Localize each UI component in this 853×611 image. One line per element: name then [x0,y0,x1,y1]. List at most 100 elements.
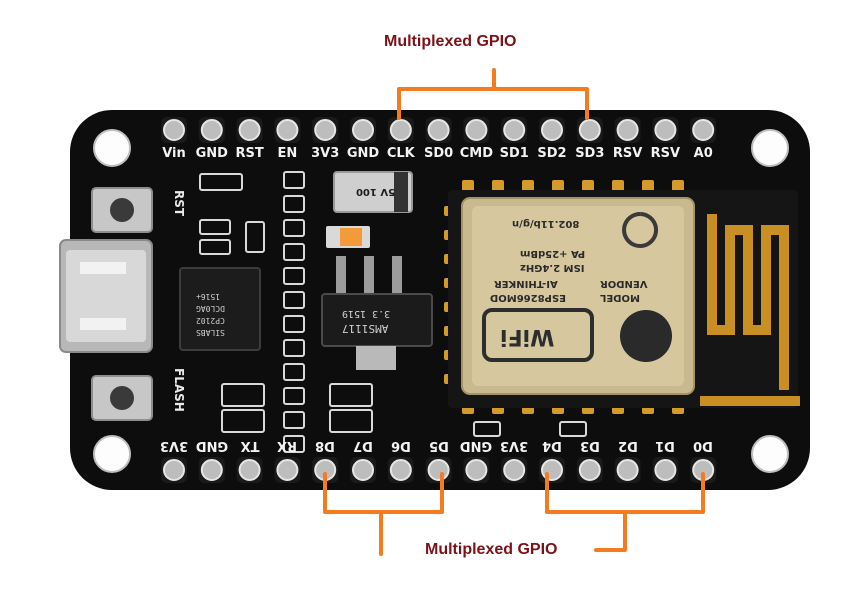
top-header-pin [578,119,601,141]
top-header-pin [465,119,488,141]
module-wifi-text: WiFi [500,324,555,349]
top-header-pin [314,119,337,141]
bottom-pin-label-gnd: GND [460,438,493,453]
bottom-pin-label-d0: D0 [693,438,714,453]
resistor [283,171,305,189]
bottom-header-pin [163,459,185,481]
voltage-regulator [321,256,433,370]
top-callout-label: Multiplexed GPIO [384,33,517,50]
bottom-header-pin [276,459,299,481]
resistor [283,315,305,333]
mounting-hole-bottom-right [751,435,789,473]
top-pin-label-vin: Vin [162,146,186,161]
module-ism: ISM 2.4GHz [520,262,585,273]
esp8266-module [448,190,800,408]
bottom-header-pin [616,459,639,481]
resistor [283,195,305,213]
cp2102-line-1: SILABS [196,328,225,337]
bottom-right-bracket-stem [594,510,627,552]
top-header-pin [654,119,677,141]
resistor-column [283,171,305,453]
top-header-pin [352,119,374,141]
module-small-components [473,421,587,437]
top-header-pin [389,119,412,141]
flash-button-label: FLASH [172,368,186,412]
wifi-logo [482,308,594,362]
pcb-antenna [707,214,789,390]
top-pin-label-cmd: CMD [459,146,494,161]
top-pin-label-sd2: SD2 [537,146,567,161]
module-pa: PA +25dBm [520,248,586,259]
module-model-label: MODEL [600,292,640,303]
mounting-hole-top-left [93,129,131,167]
bottom-left-bracket [323,472,444,514]
bottom-pin-label-3v3: 3V3 [500,438,529,453]
resistor [283,243,305,261]
bottom-pin-label-d8: D8 [315,438,336,453]
resistor [283,363,305,381]
bottom-header-pin [654,459,677,481]
mounting-holes [93,129,789,473]
rst-button-label: RST [172,190,186,217]
fcc-logo [622,212,659,248]
bottom-pin-label-d4: D4 [542,438,562,453]
micro-usb-port [59,239,153,353]
bottom-header-pin [238,459,261,481]
module-model: ESP8266MOD [490,292,566,303]
top-pin-label-rsv: RSV [650,146,681,161]
top-header-pin [616,119,639,141]
bottom-header-pin [352,459,374,481]
top-header-pin [692,119,715,141]
bottom-header-pin [389,459,412,481]
rst-button[interactable] [91,187,153,233]
top-pin-label-clk: CLK [386,146,415,161]
cp2102-line-2: CP2102 [196,316,225,325]
top-pin-header [161,117,717,143]
resistor [283,339,305,357]
top-pin-label-a0: A0 [693,146,713,161]
bottom-callout-label: Multiplexed GPIO [425,541,558,558]
diode-marking: 5V 100 [356,186,396,197]
top-header-pin [200,119,223,141]
cp2102-line-4: 1516+ [196,292,221,301]
top-pin-label-gnd: GND [195,146,228,161]
top-header-pin [276,119,299,141]
flash-button[interactable] [91,375,153,421]
callout-brackets [323,68,705,556]
resistor [283,291,305,309]
bottom-pin-label-3v3: 3V3 [159,438,189,453]
module-vendor-label: VENDOR [600,278,648,289]
regulator-line-2: 3.3 1519 [342,308,391,319]
bottom-header-pin [200,459,223,481]
power-led [326,226,370,248]
top-pin-label-sd3: SD3 [575,146,605,161]
top-header-pin [541,119,563,141]
bottom-pin-label-d2: D2 [617,438,638,453]
smd-components [199,173,373,433]
ai-thinker-logo [620,310,672,362]
resistor [283,267,305,285]
bottom-pin-label-d1: D1 [655,438,676,453]
bottom-pin-label-gnd: GND [195,438,228,453]
top-header-pin [427,119,450,141]
bottom-pin-label-d5: D5 [428,438,449,453]
top-pin-label-sd0: SD0 [423,146,454,161]
bottom-pin-label-d7: D7 [353,438,373,453]
cp2102-line-3: DCL0AG [196,304,225,313]
top-pin-label-en: EN [277,146,298,161]
top-pin-label-3v3: 3V3 [311,146,340,161]
top-pin-label-gnd: GND [346,146,380,161]
resistor [283,411,305,429]
bottom-header-pin [578,459,601,481]
bottom-pin-label-tx: TX [240,438,260,453]
resistor [283,435,305,453]
bottom-pin-label-d3: D3 [579,438,600,453]
module-vendor: AI-THINKER [494,278,558,289]
resistor [283,219,305,237]
mounting-hole-bottom-left [93,435,131,473]
diode-component [333,171,413,213]
bottom-header-pin [465,459,488,481]
mounting-hole-top-right [751,129,789,167]
